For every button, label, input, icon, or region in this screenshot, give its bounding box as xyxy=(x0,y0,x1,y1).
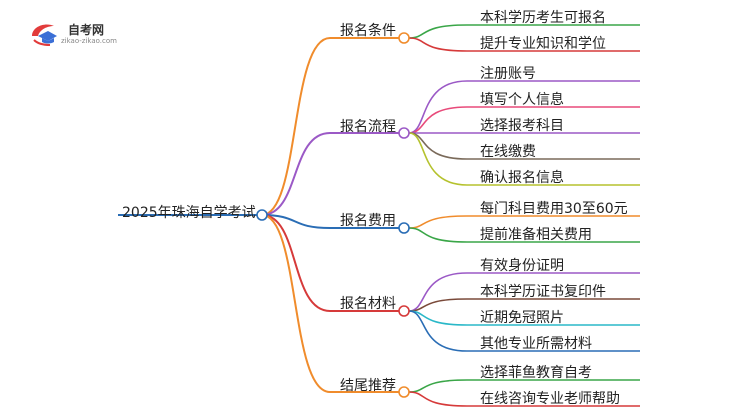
branch-materials: 报名材料 xyxy=(340,296,396,312)
branch-node-5[interactable] xyxy=(398,386,410,398)
root-topic: 2025年珠海自学考试 xyxy=(122,205,256,221)
leaf-connector xyxy=(408,24,640,39)
logo-url: zikao-zikao.com xyxy=(61,37,117,45)
leaf-process-4: 在线缴费 xyxy=(480,144,536,160)
branch-connector xyxy=(261,214,331,312)
branch-connector xyxy=(261,132,331,216)
leaf-process-3: 选择报考科目 xyxy=(480,118,564,134)
leaf-fees-1: 每门科目费用30至60元 xyxy=(480,201,628,217)
leaf-connector xyxy=(408,298,640,312)
leaf-process-5: 确认报名信息 xyxy=(480,170,564,186)
logo-title: 自考网 xyxy=(68,23,105,37)
leaf-connector xyxy=(408,80,640,134)
leaf-recommend-1: 选择菲鱼教育自考 xyxy=(480,365,592,381)
leaf-process-1: 注册账号 xyxy=(480,66,536,82)
leaf-material-2: 本科学历证书复印件 xyxy=(480,284,606,300)
branch-node-1[interactable] xyxy=(398,32,410,44)
branch-process: 报名流程 xyxy=(340,119,396,135)
leaf-connector xyxy=(408,215,640,229)
site-logo[interactable]: 自考网 zikao-zikao.com xyxy=(30,20,140,50)
graduation-cap-icon xyxy=(32,24,57,46)
leaf-connector xyxy=(408,391,640,407)
leaf-condition-2: 提升专业知识和学位 xyxy=(480,36,606,52)
branch-fees: 报名费用 xyxy=(340,213,396,229)
leaf-process-2: 填写个人信息 xyxy=(480,92,564,108)
leaf-material-4: 其他专业所需材料 xyxy=(480,336,592,352)
leaf-material-1: 有效身份证明 xyxy=(480,258,564,274)
branch-node-2[interactable] xyxy=(398,127,410,139)
leaf-connector xyxy=(408,106,640,134)
leaf-connector xyxy=(408,310,640,352)
leaf-connector xyxy=(408,272,640,312)
leaf-material-3: 近期免冠照片 xyxy=(480,310,564,326)
branch-connector xyxy=(261,214,331,229)
branch-recommendation: 结尾推荐 xyxy=(340,378,396,394)
leaf-connector xyxy=(408,37,640,52)
branch-node-3[interactable] xyxy=(398,222,410,234)
leaf-recommend-2: 在线咨询专业老师帮助 xyxy=(480,391,620,407)
leaf-connector xyxy=(408,227,640,243)
leaf-connector xyxy=(408,132,640,186)
branch-conditions: 报名条件 xyxy=(340,23,396,39)
branch-connector xyxy=(261,214,331,393)
branch-node-4[interactable] xyxy=(398,305,410,317)
leaf-condition-1: 本科学历考生可报名 xyxy=(480,10,606,26)
leaf-fees-2: 提前准备相关费用 xyxy=(480,227,592,243)
branch-connector xyxy=(261,37,331,216)
root-node[interactable] xyxy=(256,209,268,221)
leaf-connector xyxy=(408,379,640,393)
